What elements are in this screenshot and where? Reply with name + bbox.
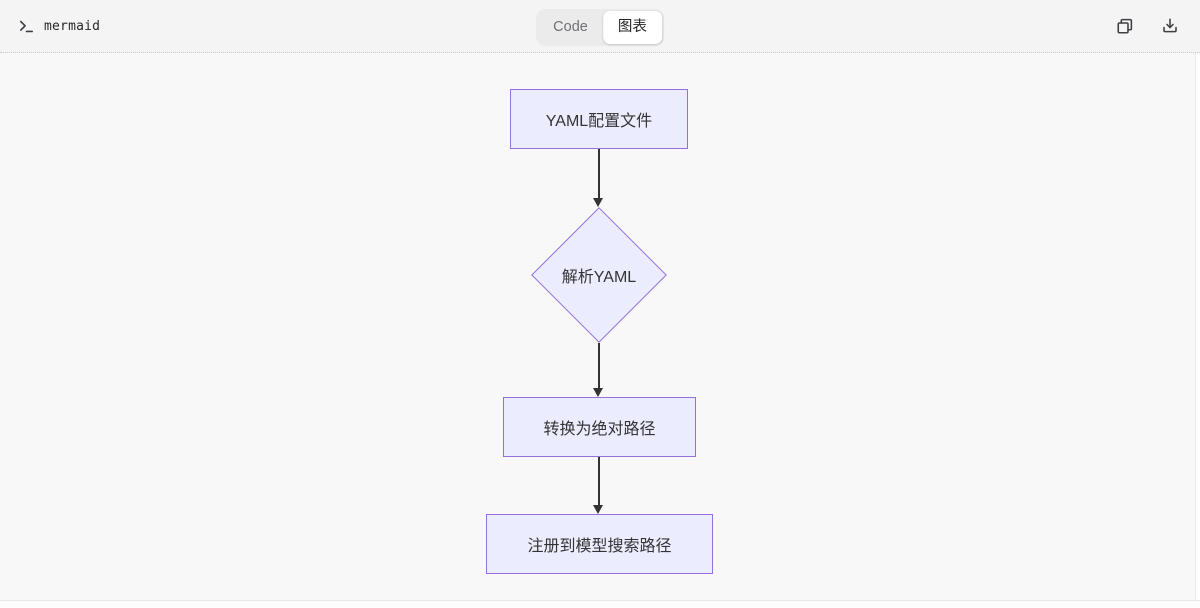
edge-line	[598, 343, 600, 388]
view-tabs: Code 图表	[536, 9, 664, 46]
vertical-scrollbar[interactable]	[1195, 53, 1200, 600]
flowchart-node-convert-path: 转换为绝对路径	[503, 397, 696, 457]
toolbar: mermaid Code 图表	[0, 0, 1200, 53]
tab-code[interactable]: Code	[538, 11, 603, 44]
download-button[interactable]	[1161, 17, 1179, 35]
arrowhead-icon	[593, 198, 604, 207]
node-label: 转换为绝对路径	[543, 421, 656, 438]
toolbar-actions	[1116, 0, 1179, 52]
node-label: 解析YAML	[561, 269, 637, 286]
flowchart-node-register-path: 注册到模型搜索路径	[486, 514, 713, 574]
arrowhead-icon	[593, 505, 604, 514]
bottom-edge	[0, 600, 1200, 608]
app-identity: mermaid	[18, 0, 100, 52]
app-title: mermaid	[44, 18, 101, 34]
edge-line	[598, 457, 600, 505]
diagram-canvas: YAML配置文件 解析YAML 转换为绝对路径 注册到模型搜索路径	[0, 53, 1200, 600]
tab-diagram[interactable]: 图表	[602, 11, 662, 44]
copy-icon	[1116, 17, 1134, 35]
edge-line	[598, 149, 600, 198]
copy-button[interactable]	[1116, 17, 1134, 35]
terminal-icon	[18, 18, 35, 35]
download-icon	[1161, 17, 1179, 35]
arrowhead-icon	[593, 388, 604, 397]
flowchart-node-parse-yaml: 解析YAML	[531, 207, 667, 343]
flowchart-node-yaml-config: YAML配置文件	[510, 89, 688, 149]
node-label: YAML配置文件	[545, 113, 653, 130]
node-label: 注册到模型搜索路径	[527, 538, 672, 555]
